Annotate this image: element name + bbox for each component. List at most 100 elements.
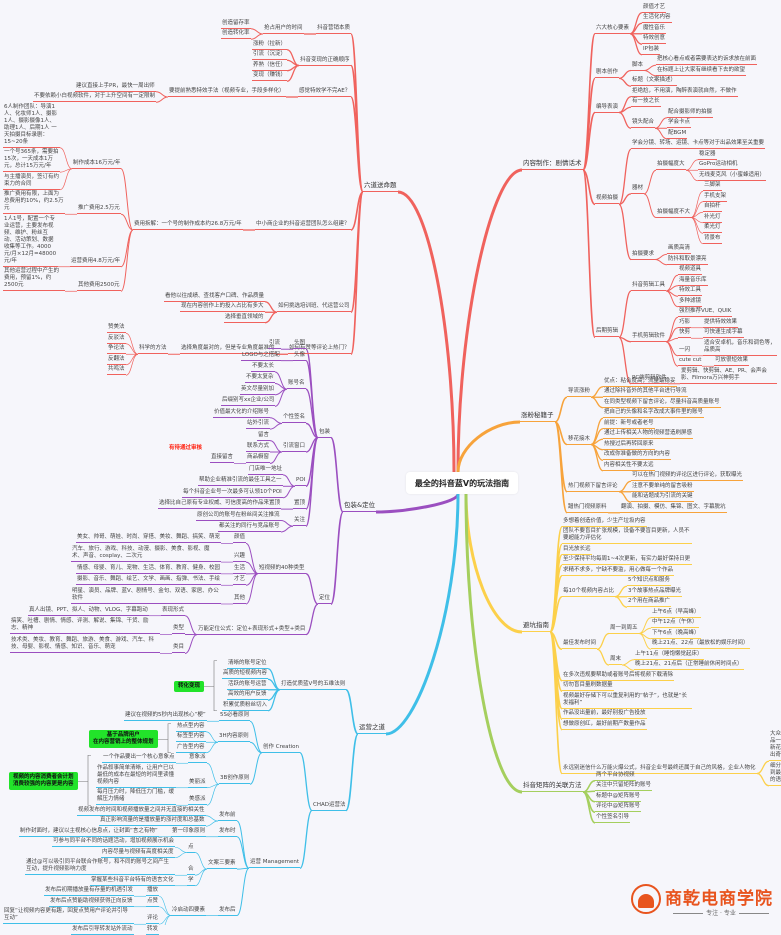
leaf-node: 作品没出量前，最好别投广告投放 [562,710,647,719]
topic-node: 编导表演 [595,104,619,113]
branch-topic: 运营之道 [358,723,386,734]
topic-node: 合 [187,866,195,875]
leaf-node: 门店唯一地址 [248,466,283,475]
topic-node: 美丽派 [188,779,207,788]
leaf-node: 价值最大化的介绍账号 [213,409,270,418]
connector-line [185,616,197,635]
topic-node: 热门视频下留言评论 [567,483,619,492]
leaf-node: 2个用在商品推广 [627,598,671,607]
connector-line [237,821,249,868]
leaf-node: 多想着创造价值，少生产垃圾内容 [562,518,647,527]
leaf-node: 内容相关性不要太远 [603,462,655,471]
connector-line [466,494,522,792]
connector-line [306,361,318,438]
topic-node: 5S必看原则 [219,712,250,721]
leaf-node: 明星、演员、品牌、蓝V、剧情号、金句、双语、家居、办公软件 [71,588,221,604]
leaf-node: 改成你准备做的方向的内容 [603,451,671,460]
topic-node: 永远别迷信什么万能火爆公式，抖音企业号最终还属于自己的风格，企业人物化 [562,765,757,774]
leaf-node: 技术类、美妆、教育、舞蹈、旅游、美食、游戏、汽车、科技、母婴、影视、情感、知识、… [10,637,160,653]
connector-line [615,597,627,608]
topic-node: 发布后 [218,907,237,916]
topic-node: 学 [187,877,195,886]
topic-node: 导流涨粉 [567,388,591,397]
leaf-node: 两个平台协视频 [595,772,636,781]
leaf-node: 现在内容创作上的投入占比有多大 [180,303,265,312]
topic-node: 科学的方法 [138,345,168,354]
leaf-node: 标题中@矩阵账号 [595,793,641,802]
connector-line [156,97,168,102]
topic-node: 制作成本16万元/年 [72,160,121,169]
topic-node: 意象派 [188,754,207,763]
leaf-node: 晚上21点、22点（最放松的娱乐时间） [651,640,750,649]
connector-line [265,302,277,313]
connector-line [597,634,609,650]
topic-node: 转发 [146,926,159,935]
connector-line [159,896,171,915]
topic-node: 类型 [172,625,185,634]
connector-line [619,113,631,129]
topic-node: 冷启动四要素 [171,907,206,916]
connector-line [246,574,258,604]
connector-line [159,916,171,925]
topic-node: 拍摄幅度大 [656,161,686,170]
connector-line [175,853,187,858]
leaf-node: 可放很短效果 [714,357,749,366]
leaf-node: 大众行业，作品一定要有出新花样，才能出奇制胜 [769,731,781,761]
branch-topic: 内容制作：剧情话术 [522,159,583,170]
leaf-node: 选择垂直领域的 [224,314,265,323]
leaf-node: 关注中只留矩阵的账号 [595,782,652,791]
topic-node: 引流窗口 [282,443,306,452]
topic-node: 巧影 [678,319,691,328]
topic-node: 点 [187,844,195,853]
topic-node: 短视频的40种类型 [258,565,306,574]
leaf-node: 创造留存率 [221,20,251,29]
topic-node: 手机剪辑软件 [631,333,666,342]
topic-node: 拍摄要求 [631,251,655,260]
connector-line [237,868,249,915]
connector-line [281,521,293,527]
leaf-node: 背景布 [703,235,722,244]
leaf-node: 站外引流 [246,420,270,429]
connector-line [619,204,631,259]
connector-line [159,907,171,916]
topic-node: 第一印象原则 [171,828,206,837]
topic-node: 打造优质蓝V号的五维法则 [280,681,346,690]
branch-topic: 六道送命题 [363,181,398,192]
connector-line [60,148,72,169]
leaf-node: 涨粉（拉新） [252,41,287,50]
leaf-node: 在多次违规要帮助或者账号后将视频下载清除 [562,672,674,681]
topic-node: 头图 [293,340,306,349]
leaf-node: 一个号365条，需要拍15次，一天成本1万元，总计15万元/年 [3,149,60,172]
leaf-node: 注意不要单纯的留言吸粉 [631,483,694,492]
leaf-node: 在标题上让大家有继续看下去的欲望 [656,67,746,76]
leaf-node: 真正影响流量的是播放量的涨衬度和总基数 [99,817,206,826]
topic-node: 账号名 [287,380,306,389]
topic-node: 发布时 [218,828,237,837]
topic-node: 感觉特效学不完AE？ [298,88,351,97]
leaf-node: 清晰的账号定位 [227,660,268,669]
leaf-node: 每月压力时，降低压力门槛，缓解压力情绪 [96,789,176,805]
leaf-node: 特效工具 [678,287,702,296]
leaf-node: 切勿盲目量刷数据量 [562,682,614,691]
leaf-node: 无线麦克风（小蜜蜂适用） [698,172,766,181]
leaf-node: 1人1号，配置一个专业运营，主要发布视频、维护、粉丝互动、活动策划、数据收集等工… [3,216,58,267]
connector-line [644,71,656,76]
leaf-node: 掌握某些抖音平台特有的语言文化 [90,877,175,886]
connector-line [206,816,218,821]
connector-line [583,34,595,170]
connector-line [555,397,567,422]
connector-line [331,438,343,512]
leaf-node: 建议在视频的5秒内出现核心“梗” [124,712,207,721]
leaf-node: 推广费用有限，上面为总费用的10%，约2.5万元 [3,191,65,214]
connector-line [265,312,277,323]
topic-node: 包装 [318,429,331,438]
leaf-node: 不要太复杂 [245,374,275,383]
topic-node: 视频拍摄 [595,195,619,204]
topic-node: 置顶 [293,500,306,509]
connector-line [619,492,631,503]
topic-node: 3H内容原则 [218,733,250,742]
topic-node: cute cut [678,357,702,366]
leaf-node: 稳定器 [698,151,717,160]
topic-node: 镜头配合 [631,119,655,128]
connector-line [306,604,318,634]
